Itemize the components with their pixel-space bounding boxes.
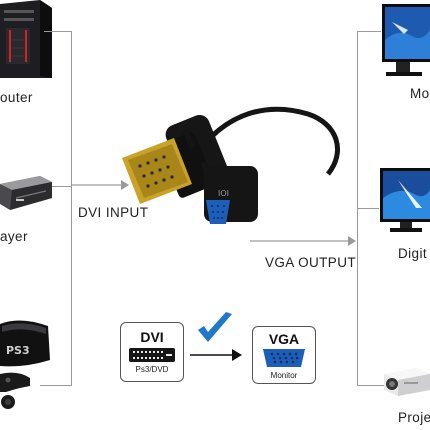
vga-badge-sub: Monitor [270, 371, 298, 380]
computer-tower-icon [0, 0, 52, 78]
dvd-player-device [0, 168, 55, 218]
right-bracket-bottom [357, 385, 385, 386]
right-bracket-top [357, 31, 381, 32]
checkmark-icon [198, 312, 232, 342]
digital-tv-label: Digit [398, 246, 428, 261]
projector-label: Proje [398, 410, 430, 425]
dvd-player-icon [0, 176, 52, 210]
dvd-player-label: ayer [0, 229, 28, 244]
vga-badge: VGA Monitor [252, 326, 316, 384]
digital-tv-icon [380, 168, 430, 232]
vga-badge-title: VGA [268, 331, 300, 347]
dvi-badge: DVI Ps3/DVD [120, 322, 184, 382]
digital-tv-device [378, 164, 430, 236]
dvi-input-arrow [71, 180, 129, 190]
vga-connector-icon [263, 349, 305, 367]
left-bracket-vertical [71, 31, 72, 385]
game-console-device: PS3 [0, 308, 60, 414]
dvi-to-vga-adapter-icon: IOI [122, 106, 340, 224]
left-bracket-bottom [40, 385, 72, 386]
projector-icon [384, 368, 430, 396]
projector-device [380, 360, 430, 400]
dvi-input-label: DVI INPUT [78, 205, 149, 220]
game-console-icon: PS3 [0, 320, 50, 409]
dvi-badge-title: DVI [140, 329, 164, 345]
monitor-icon [382, 4, 430, 76]
computer-device [0, 0, 60, 80]
svg-text:PS3: PS3 [6, 344, 30, 357]
dvi-badge-sub: Ps3/DVD [135, 365, 169, 374]
computer-label: outer [0, 90, 33, 105]
vga-output-label: VGA OUTPUT [265, 255, 357, 270]
monitor-device [378, 0, 430, 80]
svg-text:IOI: IOI [218, 189, 229, 198]
left-bracket-mid [52, 186, 72, 187]
arrow-right-icon [190, 349, 242, 361]
dvi-connector-icon [129, 348, 175, 362]
monitor-label: Mon [410, 86, 430, 101]
vga-output-arrow [250, 236, 356, 246]
left-bracket-top [44, 31, 72, 32]
right-bracket-mid [357, 208, 379, 209]
